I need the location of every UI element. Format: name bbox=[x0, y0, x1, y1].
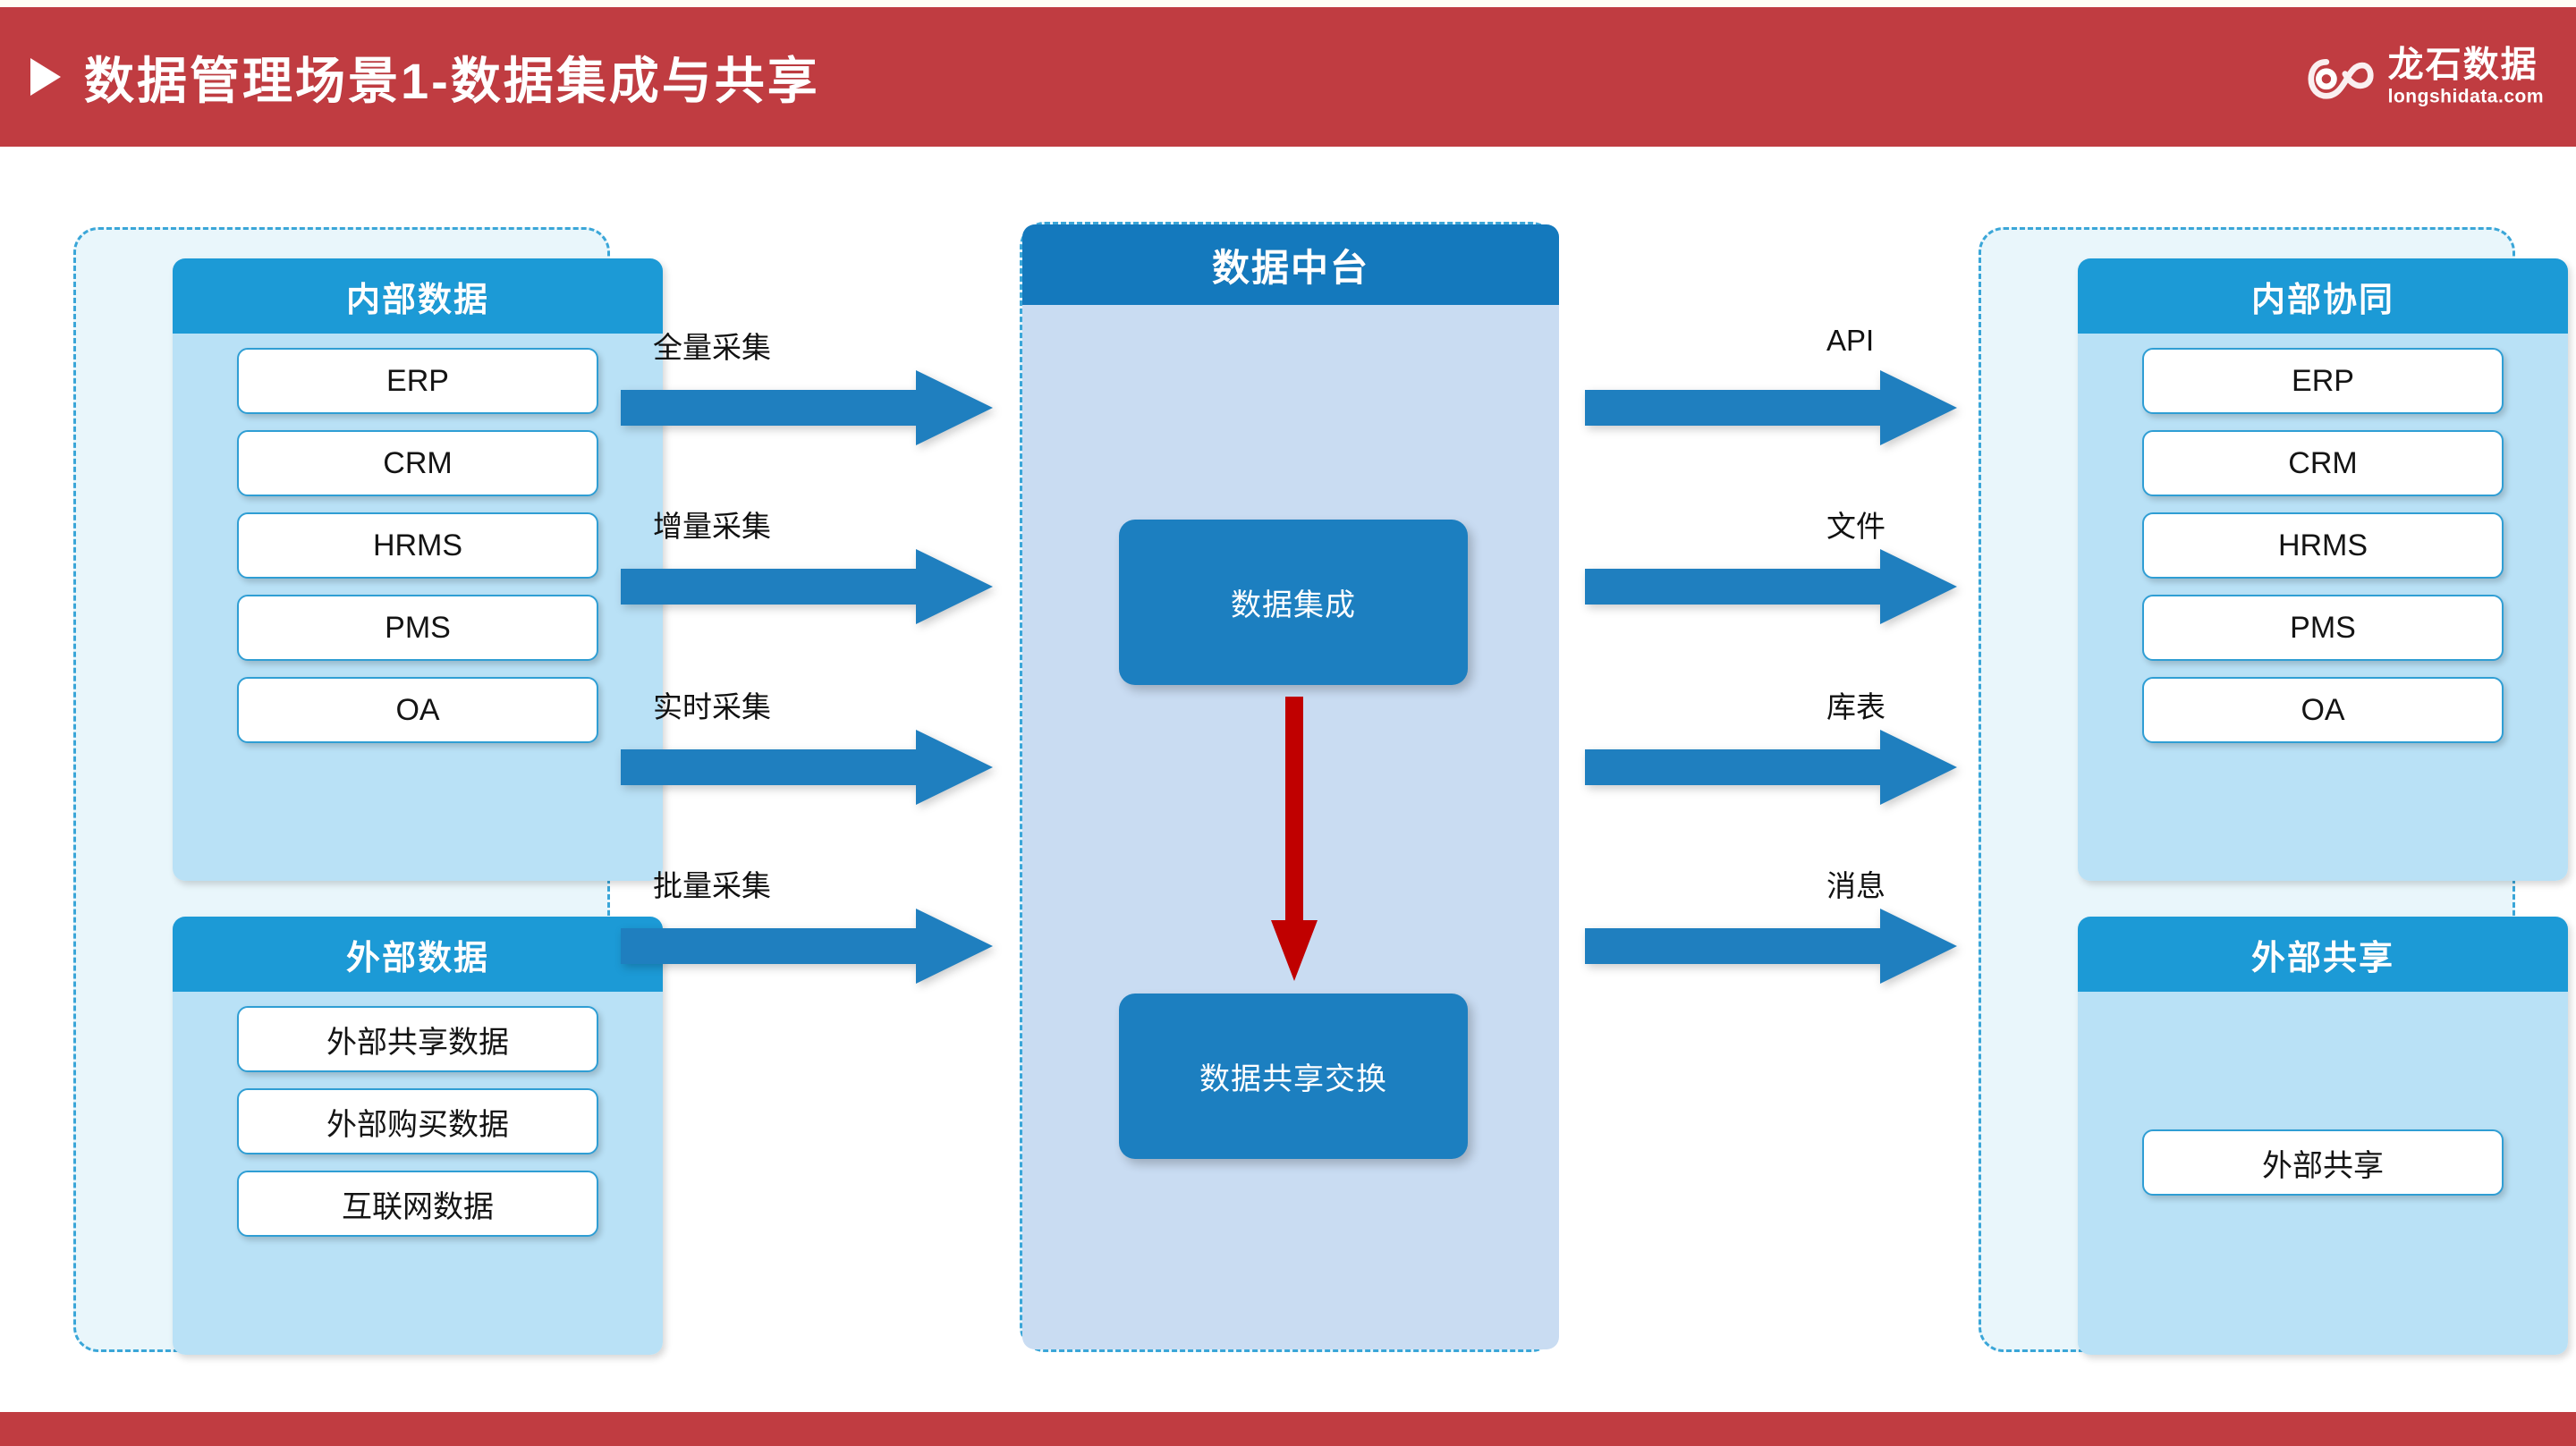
panel-internal-data-body: ERP CRM HRMS PMS OA bbox=[173, 334, 663, 881]
panel-internal-data: 内部数据 ERP CRM HRMS PMS OA bbox=[173, 258, 663, 881]
panel-external-share-title: 外部共享 bbox=[2078, 917, 2568, 992]
list-item[interactable]: CRM bbox=[2142, 430, 2504, 496]
arrow-label-realtime-collection: 实时采集 bbox=[653, 690, 771, 723]
list-item[interactable]: HRMS bbox=[2142, 512, 2504, 579]
center-platform-group: 数据中台 数据集成 数据共享交换 bbox=[1020, 222, 1559, 1352]
panel-external-data: 外部数据 外部共享数据 外部购买数据 互联网数据 bbox=[173, 917, 663, 1355]
panel-internal-data-title: 内部数据 bbox=[173, 258, 663, 334]
arrow-label-full-collection: 全量采集 bbox=[653, 331, 771, 364]
list-item[interactable]: HRMS bbox=[237, 512, 598, 579]
arrow-left-to-center-1 bbox=[621, 370, 993, 445]
arrow-center-to-right-2 bbox=[1585, 549, 1957, 624]
list-item[interactable]: ERP bbox=[2142, 348, 2504, 414]
panel-data-platform-title: 数据中台 bbox=[1022, 224, 1559, 305]
arrow-center-to-right-3 bbox=[1585, 730, 1957, 805]
list-item[interactable]: OA bbox=[2142, 677, 2504, 743]
brand-name-cn: 龙石数据 bbox=[2387, 45, 2538, 85]
brand-text: 龙石数据 longshidata.com bbox=[2388, 46, 2544, 107]
arrow-label-api: API bbox=[1826, 324, 1875, 357]
list-item[interactable]: 互联网数据 bbox=[237, 1171, 598, 1237]
right-consumer-group: 内部协同 ERP CRM HRMS PMS OA 外部共享 外部共享 bbox=[1979, 227, 2568, 1355]
page-footer-bar bbox=[0, 1412, 2576, 1446]
panel-external-data-body: 外部共享数据 外部购买数据 互联网数据 bbox=[173, 992, 663, 1355]
infinity-loop-logo-icon bbox=[2308, 58, 2374, 99]
panel-internal-collaboration-body: ERP CRM HRMS PMS OA bbox=[2078, 334, 2568, 881]
panel-data-platform: 数据中台 bbox=[1022, 224, 1559, 1349]
red-down-arrow-icon bbox=[1271, 697, 1318, 981]
list-item[interactable]: PMS bbox=[237, 595, 598, 661]
arrow-center-to-right-1 bbox=[1585, 370, 1957, 445]
arrow-label-message: 消息 bbox=[1826, 869, 1885, 902]
list-item[interactable]: ERP bbox=[237, 348, 598, 414]
arrow-left-to-center-3 bbox=[621, 730, 993, 805]
arrow-left-to-center-4 bbox=[621, 909, 993, 984]
list-item[interactable]: OA bbox=[237, 677, 598, 743]
list-item[interactable]: CRM bbox=[237, 430, 598, 496]
arrow-center-to-right-4 bbox=[1585, 909, 1957, 984]
panel-internal-collaboration: 内部协同 ERP CRM HRMS PMS OA bbox=[2078, 258, 2568, 881]
header-left-group: 数据管理场景1-数据集成与共享 bbox=[0, 41, 820, 114]
arrow-left-to-center-2 bbox=[621, 549, 993, 624]
list-item[interactable]: 外部共享 bbox=[2142, 1129, 2504, 1196]
process-box-data-exchange[interactable]: 数据共享交换 bbox=[1119, 994, 1468, 1159]
panel-external-share-body: 外部共享 bbox=[2078, 992, 2568, 1355]
list-item[interactable]: PMS bbox=[2142, 595, 2504, 661]
arrow-label-table: 库表 bbox=[1826, 690, 1885, 723]
arrow-label-batch-collection: 批量采集 bbox=[653, 869, 771, 902]
play-triangle-icon bbox=[30, 58, 61, 96]
arrow-label-file: 文件 bbox=[1826, 510, 1885, 543]
left-source-group: 内部数据 ERP CRM HRMS PMS OA 外部数据 外部共享数据 外部购… bbox=[73, 227, 663, 1355]
page-title: 数据管理场景1-数据集成与共享 bbox=[84, 52, 820, 109]
brand-name-en: longshidata.com bbox=[2387, 86, 2544, 107]
arrow-label-incremental-collection: 增量采集 bbox=[653, 510, 771, 543]
process-box-data-integration[interactable]: 数据集成 bbox=[1119, 520, 1468, 685]
brand-logo: 龙石数据 longshidata.com bbox=[2308, 46, 2544, 107]
diagram-canvas: 内部数据 ERP CRM HRMS PMS OA 外部数据 外部共享数据 外部购… bbox=[0, 147, 2576, 1412]
panel-external-share: 外部共享 外部共享 bbox=[2078, 917, 2568, 1355]
page-header: 数据管理场景1-数据集成与共享 龙石数据 longshidata.com bbox=[0, 7, 2576, 147]
list-item[interactable]: 外部购买数据 bbox=[237, 1088, 598, 1154]
panel-external-data-title: 外部数据 bbox=[173, 917, 663, 992]
panel-internal-collaboration-title: 内部协同 bbox=[2078, 258, 2568, 334]
list-item[interactable]: 外部共享数据 bbox=[237, 1006, 598, 1072]
